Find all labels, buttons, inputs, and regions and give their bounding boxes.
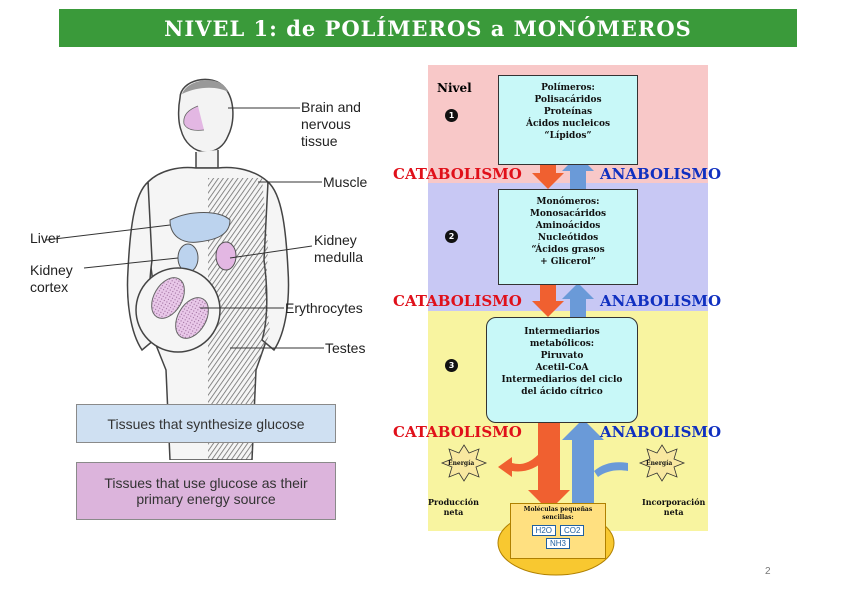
anabolismo-label-3: ANABOLISMO <box>600 423 722 441</box>
label-kidney-medulla: Kidney medulla <box>314 232 363 266</box>
energy-label-right: Energía <box>646 460 673 467</box>
catabolismo-label-2: CATABOLISMO <box>393 292 522 310</box>
box-line: Polímeros: <box>541 83 595 93</box>
label-brain-text: Brain and nervous tissue <box>301 99 361 149</box>
moleculas-label: Moléculas pequeñas sencillas: <box>523 506 593 521</box>
anabolismo-label-2: ANABOLISMO <box>600 292 722 310</box>
label-erythrocytes: Erythrocytes <box>285 300 363 316</box>
nivel-1-badge: 1 <box>445 109 458 122</box>
box-line: Intermediarios <box>524 327 600 337</box>
energy-in-arrow <box>594 462 628 477</box>
label-kidney-cortex-text: Kidney cortex <box>30 262 73 295</box>
label-liver: Liver <box>30 230 61 246</box>
box-line: Nucleótidos <box>537 233 599 243</box>
nivel-label: Nivel <box>437 81 472 95</box>
molecule-nh3: NH3 <box>545 538 570 549</box>
box-line: “Lípidos” <box>544 131 592 141</box>
kidney-right-shape <box>215 241 237 271</box>
legend-synthesize-text: Tissues that synthesize glucose <box>107 415 305 432</box>
down-arrow-long <box>528 420 570 511</box>
box-line: Intermediarios del ciclo <box>501 375 623 385</box>
page-number: 2 <box>765 566 771 577</box>
energy-label-left: Energía <box>448 460 475 467</box>
legend-use-text: Tissues that use glucose as their primar… <box>104 475 308 507</box>
catabolismo-label-1: CATABOLISMO <box>393 165 522 183</box>
energy-star-right <box>638 444 686 482</box>
molecule-row: H2O CO2 <box>511 525 605 536</box>
metabolism-diagram: Nivel 1 2 3 Polímeros: Polisacáridos Pro… <box>428 65 708 585</box>
nivel-2-badge: 2 <box>445 230 458 243</box>
slide-title: NIVEL 1: de POLÍMEROS a MONÓMEROS <box>164 15 692 41</box>
label-muscle: Muscle <box>323 174 368 190</box>
box-line: Polisacáridos <box>534 95 602 105</box>
up-arrow <box>562 283 594 317</box>
label-testes: Testes <box>325 340 366 356</box>
title-bar: NIVEL 1: de POLÍMEROS a MONÓMEROS <box>59 9 797 47</box>
box-line: Monómeros: <box>536 197 600 207</box>
box-line: Ácidos nucleicos <box>525 119 611 129</box>
molecule-h2o: H2O <box>531 525 556 536</box>
box-line: “Ácidos grasos <box>531 245 605 255</box>
label-kidney-cortex: Kidney cortex <box>30 262 73 296</box>
box-line: del ácido cítrico <box>521 387 603 397</box>
energy-star-left <box>440 444 488 482</box>
box-polimeros: Polímeros: Polisacáridos Proteínas Ácido… <box>498 75 638 165</box>
box-line: metabólicos: <box>529 339 595 349</box>
anatomy-figure: Brain and nervous tissue Muscle Liver Ki… <box>30 70 390 461</box>
down-arrow <box>532 159 564 189</box>
body-illustration <box>45 78 324 461</box>
box-line: Acetil-CoA <box>535 363 589 373</box>
down-arrow <box>532 285 564 317</box>
liver-shape <box>169 212 231 243</box>
energy-out-arrow <box>498 453 546 477</box>
box-line: + Glicerol” <box>540 257 596 267</box>
box-intermediarios: Intermediarios metabólicos: Piruvato Ace… <box>486 317 638 423</box>
up-arrow-long <box>562 419 604 511</box>
nivel-3-badge: 3 <box>445 359 458 372</box>
catabolismo-label-3: CATABOLISMO <box>393 423 522 441</box>
anabolismo-label-1: ANABOLISMO <box>600 165 722 183</box>
box-line: Monosacáridos <box>529 209 607 219</box>
molecule-co2: CO2 <box>560 525 585 536</box>
box-line: Proteínas <box>543 107 593 117</box>
box-monomeros: Monómeros: Monosacáridos Aminoácidos Nuc… <box>498 189 638 285</box>
brain-shape <box>183 105 205 131</box>
box-line: Aminoácidos <box>535 221 601 231</box>
legend-synthesize: Tissues that synthesize glucose <box>76 404 336 443</box>
produccion-label: Producción neta <box>428 497 479 517</box>
label-brain: Brain and nervous tissue <box>301 99 361 150</box>
molecule-row-2: NH3 <box>511 538 605 549</box>
label-kidney-medulla-text: Kidney medulla <box>314 232 364 265</box>
legend-use: Tissues that use glucose as their primar… <box>76 462 336 520</box>
box-line: Piruvato <box>540 351 584 361</box>
incorporacion-label: Incorporación neta <box>642 497 706 517</box>
molecules-box: Moléculas pequeñas sencillas: H2O CO2 NH… <box>510 503 606 559</box>
erythrocyte-cell <box>151 277 185 319</box>
